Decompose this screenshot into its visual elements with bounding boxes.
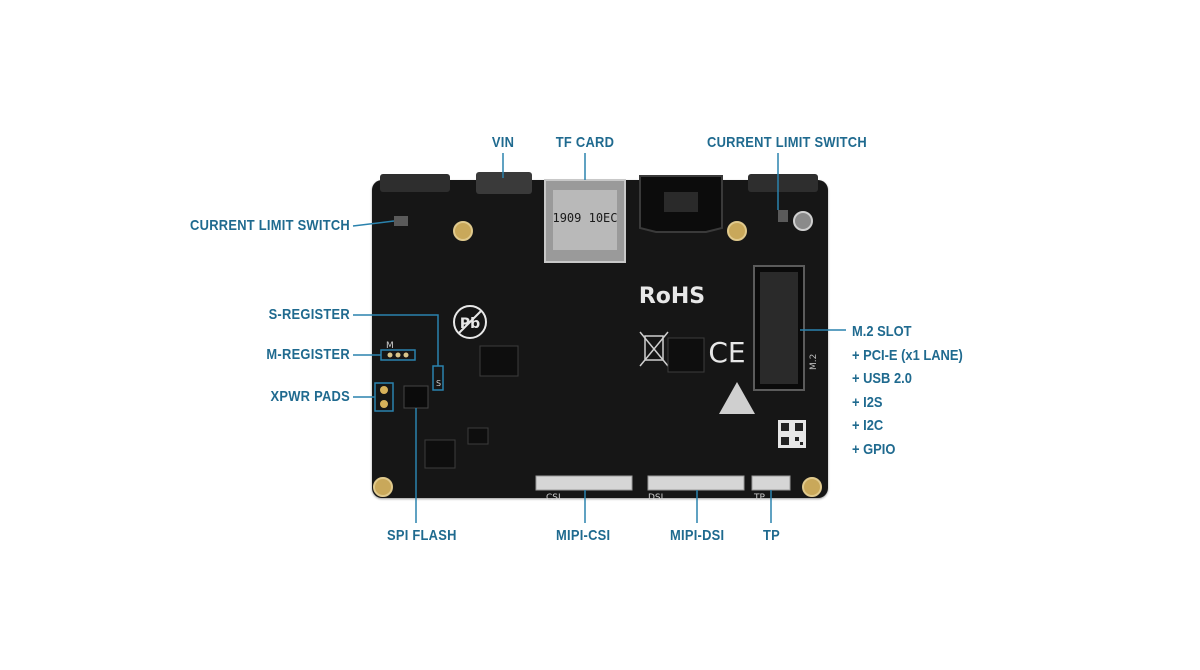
dsi-board-label: DSI: [648, 493, 663, 503]
chip: [667, 337, 705, 373]
label-m-register: M-REGISTER: [266, 346, 350, 363]
mounting-hole: [373, 477, 393, 497]
m-board-label: M: [386, 341, 394, 351]
label-tp: TP: [763, 527, 781, 544]
leader-lines: [352, 153, 846, 523]
label-mipi-csi: MIPI-CSI: [556, 527, 611, 544]
m2-slot-pins: [760, 272, 798, 384]
m-register-pad: [395, 352, 401, 358]
csi-board-label: CSI: [546, 493, 561, 503]
mounting-hole: [453, 221, 473, 241]
tp-board-label: TP: [753, 493, 765, 503]
s-board-label: S: [436, 379, 441, 388]
m-register-pad: [387, 352, 393, 358]
card-code-text: 1909 10EC: [552, 211, 617, 225]
screw-icon: [793, 211, 813, 231]
xpwr-pad: [380, 386, 388, 394]
dsi-connector: [647, 475, 745, 491]
current-limit-switch-left: [394, 216, 408, 226]
tp-connector: [751, 475, 791, 491]
label-current-limit-switch-left: CURRENT LIMIT SWITCH: [190, 217, 350, 234]
label-spi-flash: SPI FLASH: [387, 527, 457, 544]
label-vin: VIN: [491, 134, 515, 151]
label-s-register: S-REGISTER: [268, 306, 350, 323]
esd-warning-icon: [719, 382, 755, 414]
rohs-marking: RoHS: [639, 284, 705, 309]
label-current-limit-switch-top: CURRENT LIMIT SWITCH: [707, 134, 867, 151]
current-limit-switch-right: [778, 210, 788, 222]
m2-feature-item: + I2C: [852, 417, 884, 434]
usb-port-right: [748, 174, 818, 192]
m2-feature-item: + GPIO: [852, 440, 896, 458]
m2-feature-item: + PCI-E (x1 LANE): [852, 346, 963, 364]
m-register-pad: [403, 352, 409, 358]
mounting-hole: [802, 477, 822, 497]
m2-feature-item: + USB 2.0: [852, 370, 912, 387]
usb-port-left: [380, 174, 450, 192]
mounting-hole: [727, 221, 747, 241]
m2-feature-item: + I2S: [852, 393, 883, 411]
chip: [479, 345, 519, 377]
qr-code: [778, 420, 806, 448]
csi-connector: [535, 475, 633, 491]
current-limit-left-leader-line: [352, 220, 395, 227]
s-register-leader-line: [353, 314, 439, 366]
m2-slot-feature-list: M.2 SLOT + PCI-E (x1 LANE) + USB 2.0 + I…: [852, 320, 963, 461]
ce-mark: CE: [708, 336, 745, 369]
xpwr-pad: [380, 400, 388, 408]
ethernet-port-contacts: [664, 192, 698, 212]
m2-board-label: M.2: [809, 354, 819, 370]
m2-slot-title: M.2 SLOT: [852, 323, 912, 340]
chip: [467, 427, 489, 445]
vin-connector: [476, 172, 532, 194]
chip: [424, 439, 456, 469]
tf-card-cover: [553, 190, 617, 250]
label-tf-card: TF CARD: [555, 134, 615, 151]
weee-bin-icon: [639, 331, 669, 367]
spi-flash-chip: [403, 385, 429, 409]
label-mipi-dsi: MIPI-DSI: [670, 527, 725, 544]
pb-free-icon: Pb: [453, 305, 487, 339]
label-xpwr-pads: XPWR PADS: [270, 388, 350, 405]
